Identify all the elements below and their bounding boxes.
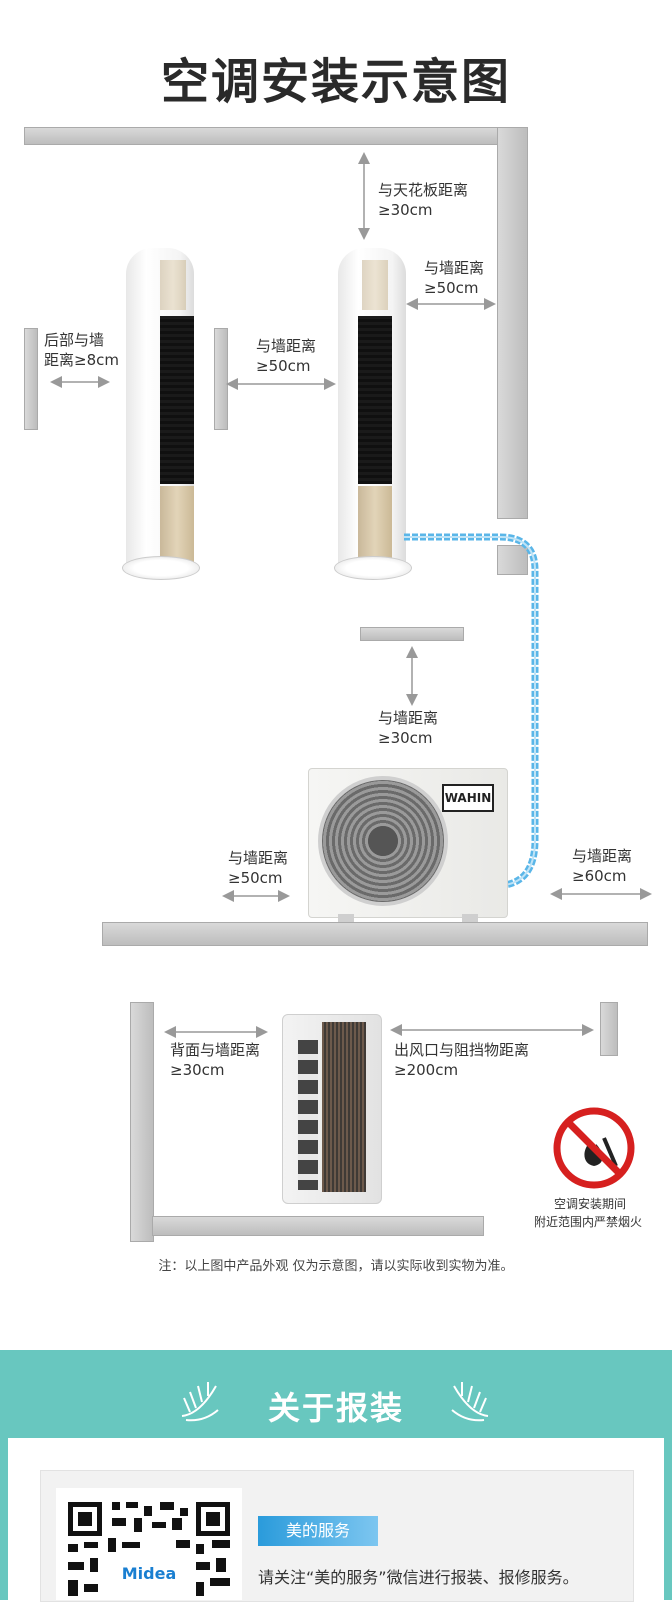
label-outlet-1: 出风口与阻挡物距离	[394, 1041, 530, 1059]
label-outlet-2: ≥200cm	[394, 1061, 459, 1079]
right-wall	[497, 127, 528, 519]
indoor-unit-left-base	[122, 556, 200, 580]
label-side-2: ≥50cm	[256, 357, 311, 375]
side-view-wall	[130, 1002, 154, 1242]
side-view-floor	[152, 1216, 484, 1236]
label-right-wall-2: ≥50cm	[424, 279, 479, 297]
service-text: 请关注“美的服务”微信进行报装、报修服务。	[258, 1568, 579, 1587]
obstacle-wall	[600, 1002, 618, 1056]
indoor-unit-left-panel	[160, 316, 194, 484]
label-rear-2: 距离≥8cm	[44, 351, 119, 369]
brand-logo: WAHIN	[442, 784, 494, 812]
ground-slab	[102, 922, 648, 946]
indoor-unit-right-top	[362, 260, 388, 310]
qr-logo: Midea	[121, 1564, 177, 1583]
label-ceiling-1: 与天花板距离	[378, 181, 469, 199]
label-back-2: ≥30cm	[170, 1061, 225, 1079]
label-fire-2: 附近范围内严禁烟火	[534, 1215, 643, 1229]
indoor-unit-left-gold	[160, 486, 194, 562]
label-fire-1: 空调安装期间	[554, 1197, 627, 1211]
label-outdoor-top-2: ≥30cm	[378, 729, 433, 747]
indoor-unit-right-gold	[358, 486, 392, 562]
outdoor-fan-hub	[368, 826, 398, 856]
side-dimension-arrows	[164, 1024, 594, 1038]
service-badge: 美的服务	[258, 1516, 378, 1546]
outdoor-unit-coil	[322, 1022, 366, 1192]
indoor-unit-left-top	[160, 260, 186, 310]
indoor-unit-right-panel	[358, 316, 392, 484]
page-title: 空调安装示意图	[160, 54, 511, 110]
section-title: 关于报装	[267, 1389, 404, 1427]
dimension-arrows	[50, 152, 652, 902]
leaf-right-icon	[451, 1382, 489, 1422]
outdoor-top-wall	[360, 627, 464, 641]
qr-code[interactable]: Midea	[56, 1488, 242, 1600]
label-outdoor-left-2: ≥50cm	[228, 869, 283, 887]
label-rear-1: 后部与墙	[44, 331, 105, 349]
label-outdoor-top-1: 与墙距离	[378, 709, 439, 727]
label-side-1: 与墙距离	[256, 337, 317, 355]
label-right-wall-1: 与墙距离	[424, 259, 485, 277]
indoor-unit-right-base	[334, 556, 412, 580]
label-outdoor-right-1: 与墙距离	[572, 847, 633, 865]
no-fire-icon	[553, 1107, 635, 1189]
leaf-left-icon	[181, 1382, 219, 1422]
label-ceiling-2: ≥30cm	[378, 201, 433, 219]
rear-wall	[24, 328, 38, 430]
outdoor-unit-grille	[298, 1040, 318, 1190]
label-outdoor-right-2: ≥60cm	[572, 867, 627, 885]
label-outdoor-left-1: 与墙距离	[228, 849, 289, 867]
qr-pattern-icon	[68, 1502, 230, 1596]
label-back-1: 背面与墙距离	[170, 1041, 261, 1059]
right-wall-lower	[497, 545, 528, 575]
outdoor-foot-right	[462, 914, 478, 924]
outdoor-foot-left	[338, 914, 354, 924]
disclaimer-note: 注：以上图中产品外观 仅为示意图，请以实际收到实物为准。	[158, 1259, 514, 1274]
